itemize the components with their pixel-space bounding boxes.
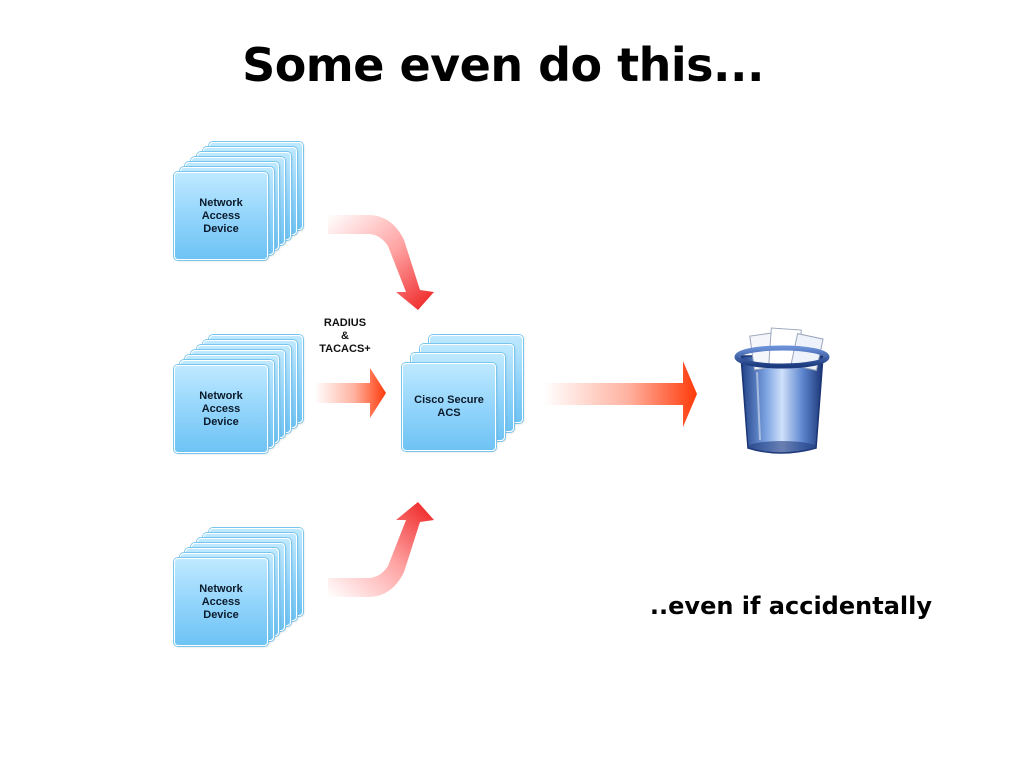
nad-card-middle: Network Access Device [174, 365, 268, 453]
protocol-label: RADIUS & TACACS+ [319, 317, 371, 355]
arrow-bottom-to-acs [328, 502, 434, 597]
nad-card-top: Network Access Device [174, 172, 268, 260]
arrow-mid-to-acs [315, 368, 386, 418]
arrow-acs-to-trash [544, 361, 697, 427]
nad-label: Network Access Device [199, 582, 243, 621]
arrow-top-to-acs [328, 215, 434, 310]
nad-label: Network Access Device [199, 389, 243, 428]
nad-card-bottom: Network Access Device [174, 558, 268, 646]
trash-bin-icon[interactable] [734, 327, 830, 454]
slide-title: Some even do this... [242, 38, 764, 92]
acs-card-front: Cisco Secure ACS [402, 363, 496, 451]
caption-text: ..even if accidentally [649, 592, 932, 620]
acs-label: Cisco Secure ACS [414, 394, 484, 419]
nad-label: Network Access Device [199, 196, 243, 235]
